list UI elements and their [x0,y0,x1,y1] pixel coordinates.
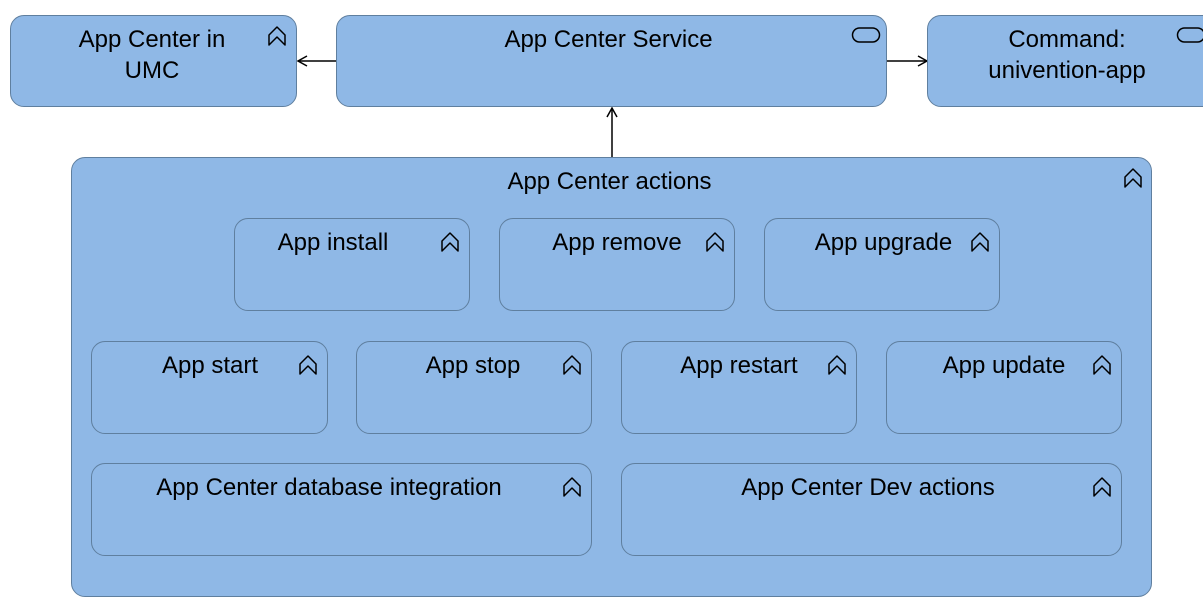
app-center-in-umc-label: App Center in UMC [11,24,293,86]
command-univention-app-box[interactable]: Command: univention-app [927,15,1203,107]
app-update-box[interactable]: App update [886,341,1122,434]
service-pill-icon [1176,26,1203,44]
function-chevron-icon [1091,476,1113,498]
app-remove-label: App remove [500,227,734,258]
app-center-actions-label: App Center actions [72,166,1147,197]
app-center-service-label: App Center Service [337,24,880,55]
app-start-box[interactable]: App start [91,341,328,434]
function-chevron-icon [439,231,461,253]
function-chevron-icon [297,354,319,376]
service-pill-icon [851,26,881,44]
function-chevron-icon [969,231,991,253]
app-stop-label: App stop [357,350,589,381]
app-center-database-integration-box[interactable]: App Center database integration [91,463,592,556]
app-install-box[interactable]: App install [234,218,470,311]
command-label: Command: univention-app [928,24,1203,86]
app-start-label: App start [92,350,328,381]
app-center-dev-actions-box[interactable]: App Center Dev actions [621,463,1122,556]
app-install-label: App install [235,227,431,258]
app-center-dev-actions-label: App Center Dev actions [622,472,1114,503]
app-stop-box[interactable]: App stop [356,341,592,434]
function-chevron-icon [704,231,726,253]
app-update-label: App update [887,350,1121,381]
app-restart-box[interactable]: App restart [621,341,857,434]
app-center-in-umc-label-line1: App Center in [11,24,293,55]
function-chevron-icon [561,354,583,376]
app-upgrade-label: App upgrade [765,227,1002,258]
app-center-in-umc-label-line2: UMC [11,55,293,86]
function-chevron-icon [266,25,288,47]
app-center-database-integration-label: App Center database integration [92,472,566,503]
app-restart-label: App restart [622,350,856,381]
function-chevron-icon [826,354,848,376]
function-chevron-icon [1122,167,1144,189]
command-label-line1: Command: [928,24,1203,55]
app-upgrade-box[interactable]: App upgrade [764,218,1000,311]
app-center-service-box[interactable]: App Center Service [336,15,887,107]
function-chevron-icon [1091,354,1113,376]
app-remove-box[interactable]: App remove [499,218,735,311]
function-chevron-icon [561,476,583,498]
app-center-in-umc-box[interactable]: App Center in UMC [10,15,297,107]
command-label-line2: univention-app [928,55,1203,86]
